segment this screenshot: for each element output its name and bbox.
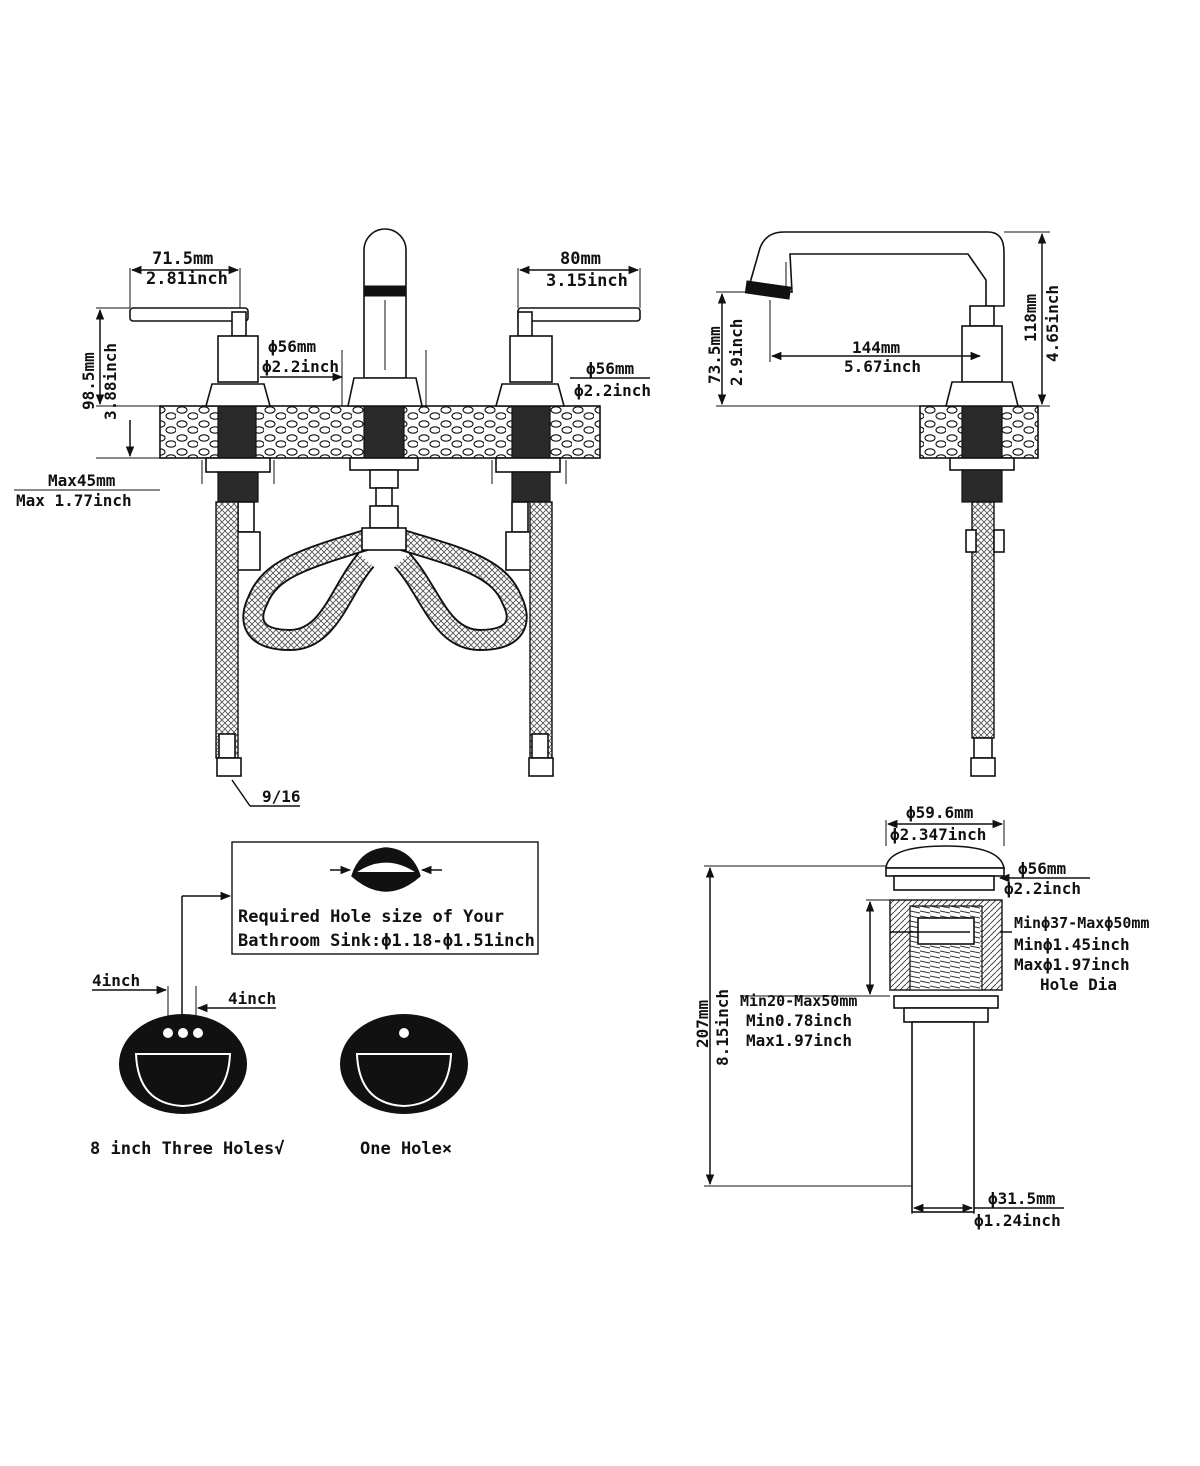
- total-height-in: 4.65inch: [1043, 285, 1062, 362]
- height-mm: 98.5mm: [79, 352, 98, 410]
- thick-min-in: Min0.78inch: [746, 1011, 852, 1030]
- nut-size: 9/16: [262, 787, 301, 806]
- hole-note-line2: Bathroom Sink:ϕ1.18-ϕ1.51inch: [238, 931, 535, 951]
- under-deck-hardware: [201, 457, 567, 529]
- one-hole-label: One Hole×: [360, 1139, 452, 1159]
- base-right-mm: ϕ56mm: [586, 359, 635, 378]
- total-height-mm: 118mm: [1021, 293, 1040, 342]
- deck-mm: Max45mm: [48, 471, 116, 490]
- spout-height-mm: 73.5mm: [705, 326, 724, 384]
- pipe-in: ϕ1.24inch: [974, 1211, 1061, 1230]
- spacing-left: 4inch: [92, 971, 140, 990]
- deck-in: Max 1.77inch: [16, 491, 132, 510]
- handle-right-mm: 80mm: [560, 249, 601, 269]
- right-handle-assembly: [494, 307, 641, 407]
- drain-cap: [885, 845, 1005, 869]
- side-view: 144mm 5.67inch 73.5mm 2.9inch 118mm 4.65…: [705, 231, 1062, 777]
- left-handle-assembly: [129, 307, 272, 407]
- hole-max-in: Maxϕ1.97inch: [1014, 955, 1130, 974]
- reach-mm: 144mm: [852, 338, 901, 357]
- three-hole-sink: [119, 1014, 247, 1114]
- cap-in: ϕ2.347inch: [890, 825, 986, 844]
- spacing-right: 4inch: [228, 989, 276, 1008]
- right-shank: [511, 405, 551, 459]
- hole-mm: Minϕ37-Maxϕ50mm: [1014, 914, 1149, 932]
- side-spout: [746, 231, 1005, 307]
- flange-mm: ϕ56mm: [1018, 859, 1067, 878]
- spout-height-in: 2.9inch: [727, 319, 746, 386]
- hole-min-in: Minϕ1.45inch: [1014, 935, 1130, 954]
- center-shank: [363, 405, 405, 459]
- center-spout: [347, 228, 423, 407]
- one-hole-sink: [340, 1014, 468, 1114]
- front-dimension-lines: [14, 265, 650, 807]
- base-center-in: ϕ2.2inch: [262, 357, 339, 376]
- thick-max-in: Max1.97inch: [746, 1031, 852, 1050]
- base-center-mm: ϕ56mm: [268, 337, 317, 356]
- thick-mm: Min20-Max50mm: [740, 992, 857, 1010]
- hole-guide: Required Hole size of Your Bathroom Sink…: [90, 841, 539, 1159]
- supply-hoses: [215, 501, 554, 777]
- cap-mm: ϕ59.6mm: [906, 803, 974, 822]
- hole-caption: Hole Dia: [1040, 975, 1117, 994]
- hole-note-line1: Required Hole size of Your: [238, 907, 504, 927]
- length-in: 8.15inch: [713, 989, 732, 1066]
- pipe-mm: ϕ31.5mm: [988, 1189, 1056, 1208]
- handle-left-mm: 71.5mm: [152, 249, 213, 269]
- pop-up-drain: ϕ59.6mm ϕ2.347inch ϕ56mm ϕ2.2inch Minϕ37…: [693, 803, 1149, 1230]
- left-shank: [217, 405, 257, 459]
- handle-left-in: 2.81inch: [146, 269, 228, 289]
- three-holes-label: 8 inch Three Holes√: [90, 1139, 284, 1159]
- length-mm: 207mm: [693, 999, 712, 1048]
- front-view: 71.5mm 2.81inch 80mm 3.15inch ϕ56mm ϕ2.2…: [14, 228, 651, 807]
- height-in: 3.88inch: [101, 343, 120, 420]
- reach-in: 5.67inch: [844, 357, 921, 376]
- flange-in: ϕ2.2inch: [1004, 879, 1081, 898]
- base-right-in: ϕ2.2inch: [574, 381, 651, 400]
- handle-right-in: 3.15inch: [546, 271, 628, 291]
